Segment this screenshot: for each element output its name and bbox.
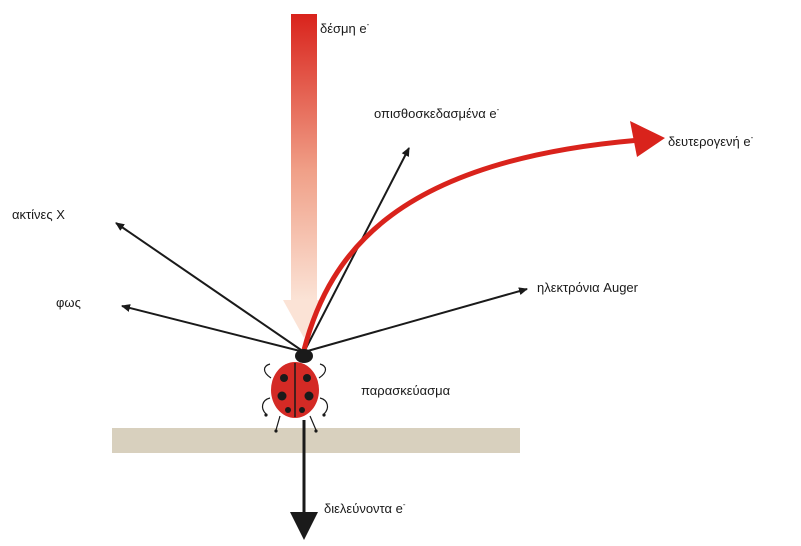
label-backscattered: οπισθοσκεδασμένα e- xyxy=(374,105,500,121)
label-specimen: παρασκεύασμα xyxy=(361,383,451,398)
label-light: φως xyxy=(56,295,81,310)
light-arrow xyxy=(122,306,304,352)
label-secondary: δευτερογενή e- xyxy=(668,133,754,149)
secondary-electrons-arrow xyxy=(304,121,665,350)
label-beam: δέσμη e- xyxy=(320,20,370,36)
label-xrays: ακτίνες Χ xyxy=(12,207,65,222)
auger-arrow xyxy=(304,289,527,352)
ladybug-icon xyxy=(263,349,328,433)
label-auger: ηλεκτρόνια Auger xyxy=(537,280,639,295)
xrays-arrow xyxy=(116,223,304,352)
label-transmitted: διελεύνοντα e- xyxy=(324,500,406,516)
incident-beam xyxy=(283,14,325,338)
